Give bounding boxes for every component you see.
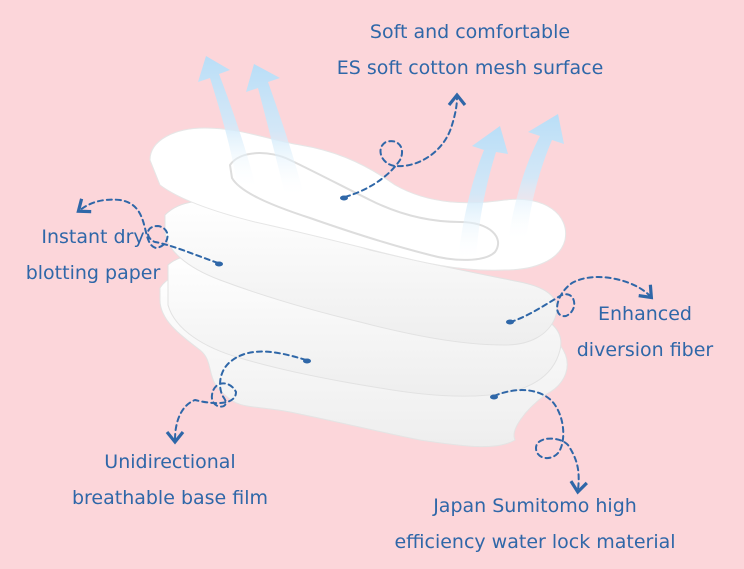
label-line: Instant dry — [41, 226, 145, 248]
label-line: Unidirectional — [104, 451, 236, 473]
label-line: diversion fiber — [576, 339, 714, 361]
label-blotting-paper: Instant dry blotting paper — [18, 219, 168, 291]
up-arrow-icon — [458, 126, 508, 262]
callout-dot-bottom-right — [490, 394, 498, 400]
callout-line-left — [76, 198, 219, 264]
label-diversion-fiber: Enhanced diversion fiber — [560, 296, 730, 368]
callout-dot-right — [506, 319, 514, 325]
callout-line-bottom-right — [493, 389, 588, 495]
label-line: Soft and comfortable — [369, 21, 571, 43]
callout-line-bottom-left — [165, 350, 307, 445]
label-line: ES soft cotton mesh surface — [336, 57, 604, 79]
up-arrow-icon — [198, 56, 256, 190]
label-water-lock: Japan Sumitomo high efficiency water loc… — [385, 488, 685, 560]
up-arrow-icon — [508, 114, 564, 242]
callout-line-right — [509, 276, 654, 323]
callout-dot-bottom-left — [303, 358, 311, 364]
callout-dot-top — [340, 195, 348, 201]
label-cotton-surface: Soft and comfortable ES soft cotton mesh… — [300, 14, 640, 86]
label-base-film: Unidirectional breathable base film — [60, 444, 280, 516]
up-arrow-icon — [246, 64, 304, 198]
label-line: efficiency water lock material — [394, 531, 676, 553]
airflow-arrows — [198, 56, 564, 262]
label-line: Japan Sumitomo high — [433, 495, 637, 517]
callout-line-top — [344, 92, 467, 198]
label-line: Enhanced — [598, 303, 692, 325]
callout-dot-left — [215, 261, 223, 267]
callout-dots — [215, 195, 514, 400]
label-line: blotting paper — [25, 262, 161, 284]
label-line: breathable base film — [71, 487, 269, 509]
callout-lines — [76, 92, 654, 495]
